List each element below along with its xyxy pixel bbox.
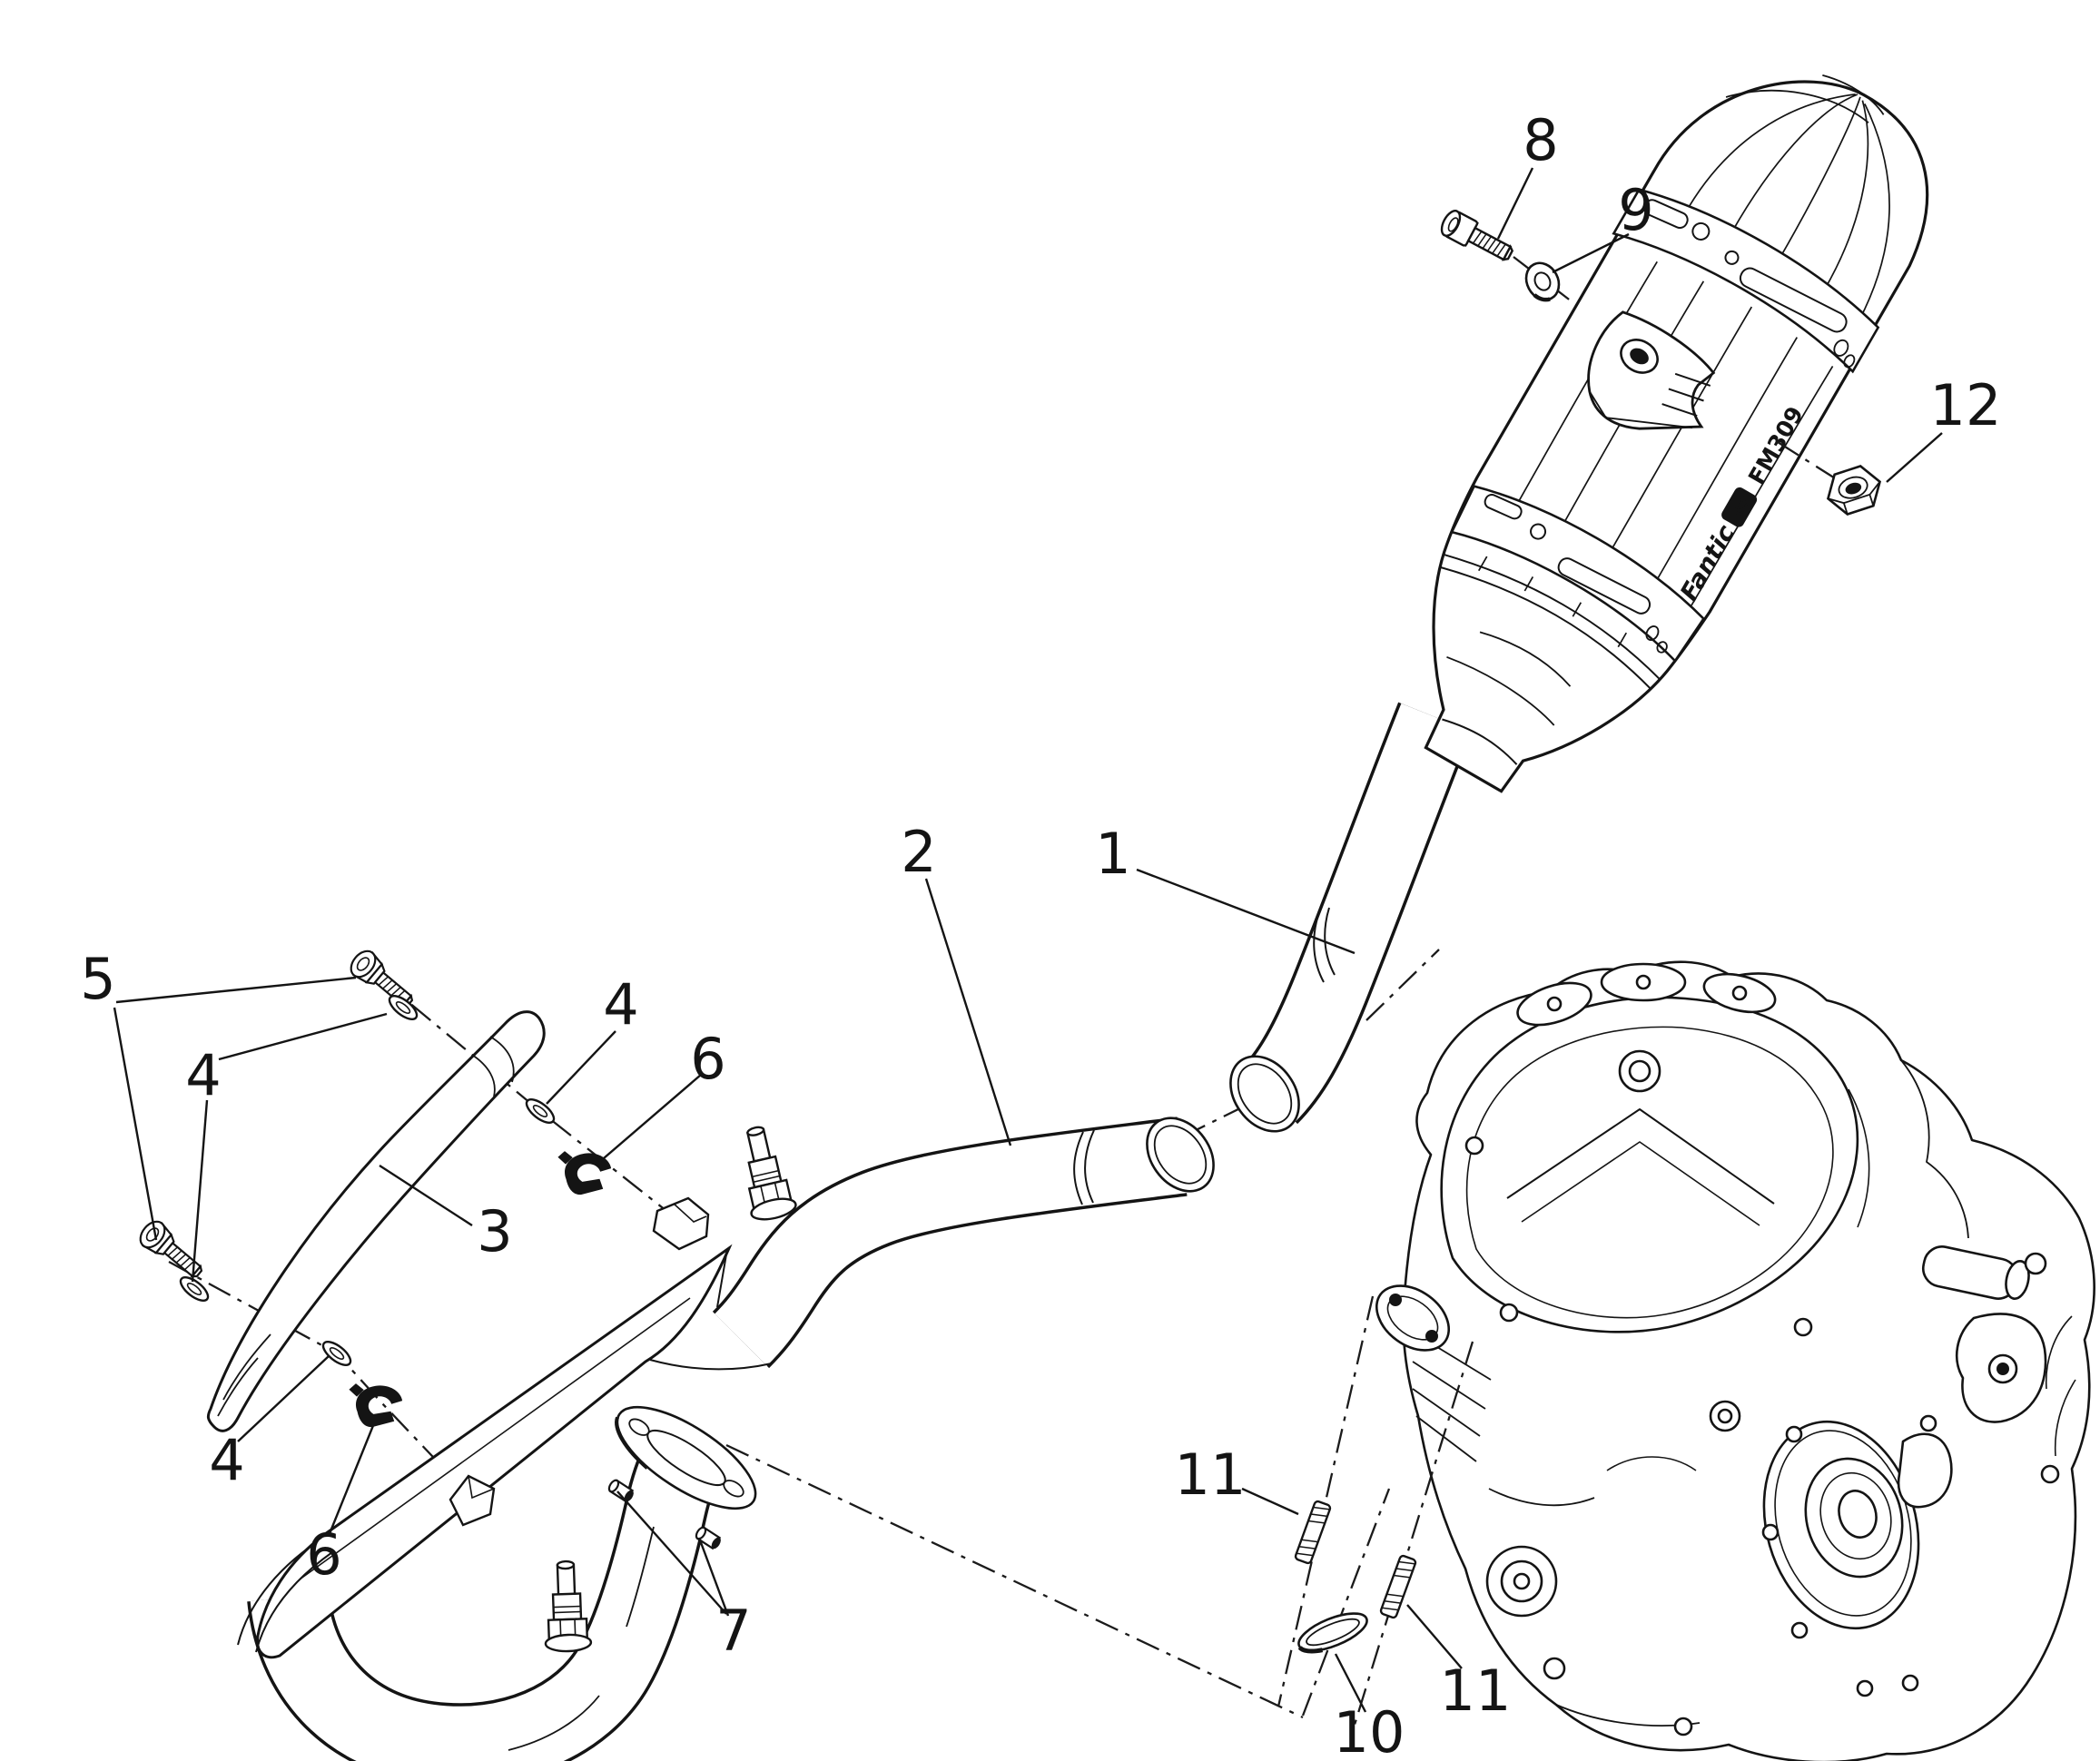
stud-axis-right [1353, 1341, 1474, 1726]
inspection-port [1897, 1432, 1953, 1509]
leader-line-5 [115, 976, 357, 1004]
part-label-7: 7 [715, 1598, 751, 1664]
part-label-4b: 4 [603, 971, 638, 1038]
shield-lower-axis [168, 1260, 466, 1491]
bracket-bolt-axis-exit [1777, 441, 1840, 482]
part-label-11b: 11 [1440, 1658, 1512, 1724]
leader-line-9 [1552, 232, 1630, 274]
flange-to-port-axis [725, 1443, 1304, 1719]
part-label-6b: 6 [306, 1521, 341, 1588]
valve-cover [1440, 996, 1859, 1333]
header-pipe-loop [247, 1444, 719, 1761]
leader-line-6b [327, 1422, 376, 1537]
leader-line-4a [218, 1012, 388, 1061]
leader-line-11a [1241, 1487, 1299, 1516]
leader-line-4c [237, 1355, 330, 1442]
leader-line-12 [1886, 432, 1943, 483]
mid-pipe [645, 1117, 1215, 1371]
leader-line-11b [1406, 1604, 1463, 1669]
engine-assembly [1375, 960, 2095, 1761]
part-label-3: 3 [477, 1198, 512, 1264]
silencer: Fantic e9 FM309 [1424, 74, 1929, 793]
gasket-axis [1301, 1488, 1391, 1717]
part-label-12: 12 [1930, 372, 2002, 438]
part-label-9: 9 [1618, 177, 1653, 243]
pipe-joint-axis-extension [1365, 949, 1440, 1021]
mid-pipe-open-end [1146, 1117, 1215, 1193]
leader-line-1 [1136, 868, 1356, 955]
leader-line-7 [616, 1490, 727, 1615]
inlet-pipe-end [1229, 1055, 1300, 1133]
part-label-4a: 4 [185, 1042, 221, 1108]
part-label-11a: 11 [1175, 1441, 1247, 1508]
leader-line-4b [546, 1030, 616, 1105]
flange-stud [695, 1526, 722, 1550]
shield-mount-tab-upper [652, 1196, 710, 1251]
shield-washer [525, 1098, 556, 1124]
part-label-10: 10 [1334, 1699, 1405, 1761]
shield-washer [321, 1341, 352, 1366]
part-label-8: 8 [1523, 107, 1558, 173]
leader-line-5 [113, 1007, 158, 1241]
exhaust-gasket [1297, 1612, 1368, 1654]
exhaust-stud [1379, 1554, 1417, 1619]
exhaust-flange [615, 1405, 757, 1510]
shield-screw [139, 1220, 203, 1278]
silencer-hanger-bracket [1587, 310, 1716, 430]
clamp-band-upper [1612, 188, 1880, 374]
bracket-bolt [1440, 210, 1514, 261]
heat-shield [206, 1010, 546, 1432]
exhaust-stud [1294, 1500, 1332, 1565]
shield-clip [349, 1383, 403, 1427]
shield-mount-tab-lower [449, 1474, 496, 1527]
leader-line-4a [191, 1099, 209, 1283]
part-label-2: 2 [901, 819, 936, 885]
flange-stud [607, 1479, 635, 1503]
silencer-inlet-pipe [1229, 702, 1473, 1133]
shield-clip [557, 1151, 612, 1195]
leader-line-7 [697, 1537, 730, 1617]
oxygen-sensor [745, 1126, 797, 1221]
part-label-4c: 4 [209, 1427, 244, 1493]
bracket-washer [1524, 261, 1561, 302]
stud-axis-left [1277, 1295, 1375, 1707]
oxygen-sensor [544, 1559, 593, 1653]
leader-line-8 [1496, 167, 1534, 240]
leader-line-6a [596, 1074, 702, 1165]
shield-washer [179, 1276, 210, 1302]
shield-washer [388, 995, 419, 1020]
flange-lock-nut [1826, 465, 1882, 516]
leader-line-2 [924, 878, 1012, 1146]
shield-upper-axis [376, 975, 680, 1222]
leader-line-3 [379, 1164, 473, 1227]
part-label-1: 1 [1095, 821, 1130, 887]
part-label-5: 5 [80, 946, 115, 1012]
clamp-band-lower [1450, 485, 1706, 664]
part-label-6a: 6 [690, 1026, 725, 1092]
leader-line-10 [1334, 1653, 1367, 1713]
